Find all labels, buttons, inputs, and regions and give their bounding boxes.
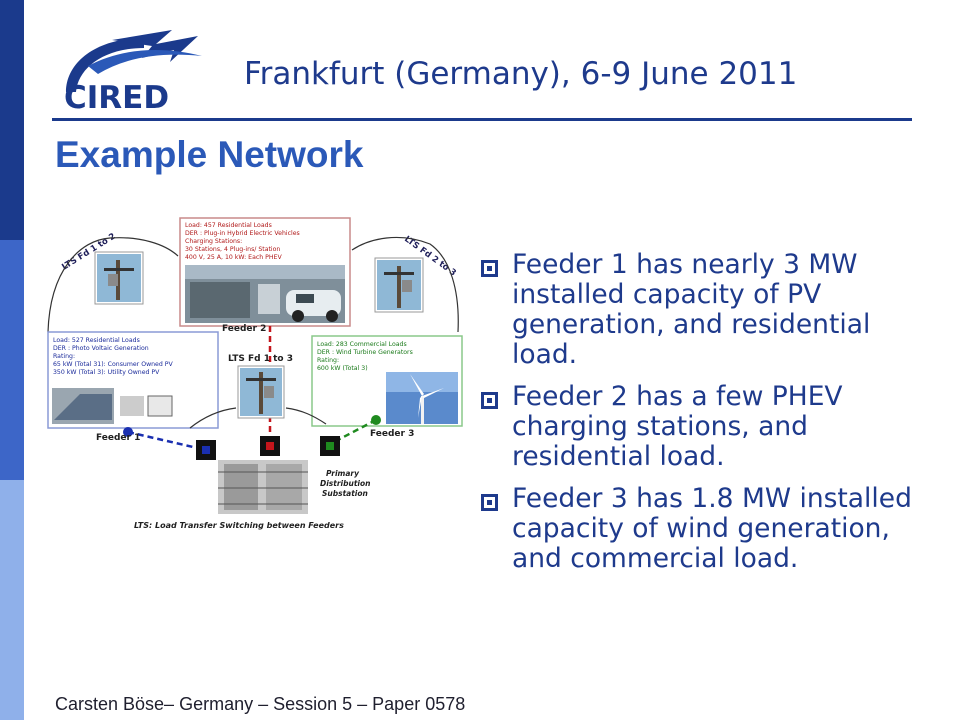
- lts-connector-right: [351, 236, 459, 333]
- substation-label-line: Distribution: [320, 479, 370, 488]
- feeder3-box-line: Rating:: [317, 357, 339, 364]
- feeder2-box-line: Load: 457 Residential Loads: [185, 222, 272, 229]
- feeder3-breaker-core: [326, 442, 334, 450]
- feeder2-box-line: DER : Plug-in Hybrid Electric Vehicles: [185, 230, 300, 237]
- lts-connector-bottom-right: [285, 407, 327, 425]
- footer-credit: Carsten Böse– Germany – Session 5 – Pape…: [55, 694, 466, 714]
- feeder3-info-box: Load: 283 Commercial Loads DER : Wind Tu…: [311, 335, 463, 427]
- conference-header: Frankfurt (Germany), 6-9 June 2011: [244, 56, 798, 92]
- substation-label-line: Primary: [326, 469, 360, 478]
- logo-text: CIRED: [64, 80, 169, 116]
- wind-turbine-photo: [386, 372, 458, 424]
- square-bullet-icon: [481, 494, 498, 511]
- bullet-item: Feeder 2 has a few PHEV charging station…: [478, 382, 918, 472]
- feeder1-line: [127, 430, 207, 452]
- pv-panel-photo: [52, 388, 173, 424]
- bullet-item: Feeder 3 has 1.8 MW installed capacity o…: [478, 484, 918, 574]
- bullet-text: Feeder 3 has 1.8 MW installed capacity o…: [512, 483, 912, 574]
- feeder2-box-line: 30 Stations, 4 Plug-ins/ Station: [185, 246, 280, 253]
- substation-photo: [218, 460, 308, 514]
- bullet-text: Feeder 2 has a few PHEV charging station…: [512, 381, 843, 472]
- feeder3-label: Feeder 3: [370, 429, 414, 439]
- network-diagram: Load: 457 Residential Loads DER : Plug-i…: [47, 217, 463, 530]
- feeder2-breaker-core: [266, 442, 274, 450]
- square-bullet-icon: [481, 392, 498, 409]
- feeder3-box-line: DER : Wind Turbine Generators: [317, 349, 413, 356]
- feeder3-box-line: 600 kW (Total 3): [317, 365, 368, 372]
- diagram-caption: LTS: Load Transfer Switching between Fee…: [134, 521, 344, 530]
- feeder1-box-line: 65 kW (Total 31): Consumer Owned PV: [53, 361, 173, 368]
- header-divider: [52, 118, 912, 121]
- feeder2-box-line: 400 V, 25 A, 10 kW: Each PHEV: [185, 254, 282, 261]
- feeder2-label: Feeder 2: [222, 324, 266, 334]
- feeder1-breaker-core: [202, 446, 210, 454]
- lts-connector-left: [47, 237, 179, 333]
- feeder1-info-box: Load: 527 Residential Loads DER : Photo …: [47, 331, 219, 429]
- bullet-item: Feeder 1 has nearly 3 MW installed capac…: [478, 250, 918, 370]
- lts-connector-bottom-left: [189, 407, 237, 429]
- substation-label-line: Substation: [322, 489, 368, 498]
- square-bullet-icon: [481, 260, 498, 277]
- logo-swoosh: [88, 50, 202, 74]
- bullet-text: Feeder 1 has nearly 3 MW installed capac…: [512, 249, 871, 370]
- feeder1-box-line: 350 kW (Total 3): Utility Owned PV: [53, 369, 160, 376]
- feeder3-line: [333, 418, 377, 444]
- feeder2-info-box: Load: 457 Residential Loads DER : Plug-i…: [179, 217, 351, 327]
- side-strip-bottom: [0, 480, 24, 720]
- bullet-list: Feeder 1 has nearly 3 MW installed capac…: [478, 250, 918, 586]
- lts-switch-1-3: [237, 365, 285, 419]
- lts-switch-2-3: [374, 257, 424, 313]
- page-title: Example Network: [55, 134, 364, 175]
- cired-logo: CIRED: [64, 30, 202, 116]
- side-strip-middle: [0, 240, 24, 480]
- feeder2-box-line: Charging Stations:: [185, 238, 242, 245]
- phev-charging-photo: [185, 265, 345, 323]
- lts-label-1-3: LTS Fd 1 to 3: [228, 354, 293, 364]
- feeder1-label: Feeder 1: [96, 433, 140, 443]
- lts-switch-1-2: [94, 251, 144, 305]
- feeder1-box-line: Rating:: [53, 353, 75, 360]
- feeder3-box-line: Load: 283 Commercial Loads: [317, 341, 407, 348]
- side-strip-top: [0, 0, 24, 240]
- feeder1-box-line: DER : Photo Voltaic Generation: [53, 345, 149, 352]
- feeder1-box-line: Load: 527 Residential Loads: [53, 337, 140, 344]
